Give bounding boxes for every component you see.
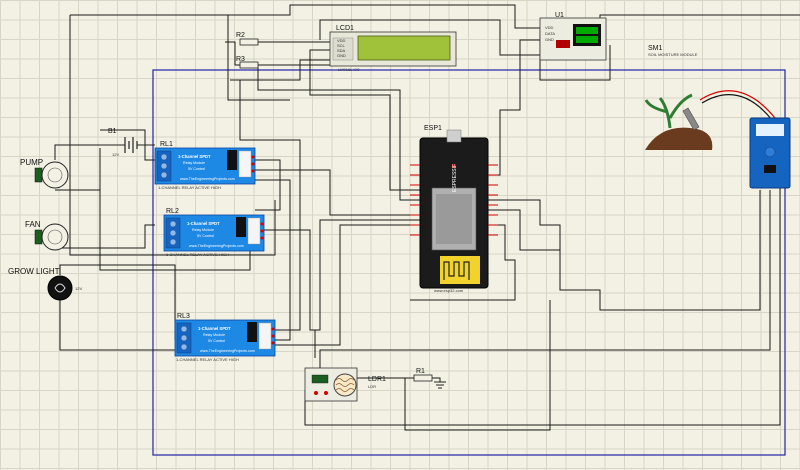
ldr-label: LDR1 (368, 376, 386, 383)
rl3-line2: Relay Module (203, 333, 225, 337)
rl2-line1: 1-Channel SPDT (187, 221, 220, 226)
lcd-label: LCD1 (336, 25, 354, 32)
grow-light-lamp[interactable]: GROW LIGHT 12V (8, 267, 82, 301)
esp32-board[interactable]: ESPRESSIF ESP1 www.esp32.com (419, 125, 489, 293)
resistor-r1[interactable]: R1 (413, 368, 433, 382)
rl2-line3: 5V Control (197, 234, 214, 238)
lcd-pin-sda: SDA (337, 48, 346, 53)
battery-value: 12V (112, 152, 119, 157)
ldr-sensor[interactable]: LDR1 LDR (304, 367, 386, 402)
esp-label: ESP1 (424, 125, 442, 132)
resistor-r2[interactable]: R2 (236, 32, 259, 46)
rl1-line2: Relay Module (183, 161, 205, 165)
rl1-footer: 1-CHANNEL RELAY ACTIVE HIGH (158, 185, 221, 190)
fan-label: FAN (25, 220, 41, 229)
r1-label: R1 (416, 368, 425, 375)
lcd-module[interactable]: LCD1 VDD SCL SDA GND LM016L I2C (329, 25, 457, 72)
sheet-frame (152, 69, 786, 456)
wires (54, 4, 800, 431)
rl3-line3: 5V Control (208, 339, 225, 343)
lcd-pin-gnd: GND (337, 53, 346, 58)
r3-label: R3 (236, 56, 245, 63)
plant-soil-graphic (645, 127, 713, 150)
lcd-part: LM016L I2C (338, 67, 360, 72)
ground-symbol-icon (434, 381, 446, 389)
rl3-footer: 1-CHANNEL RELAY ACTIVE HIGH (176, 357, 239, 362)
sm1-part: SOIL MOISTURE MODULE (648, 52, 698, 57)
rl1-label: RL1 (160, 141, 173, 148)
dht-pin-data: DATA (545, 31, 555, 36)
rl3-line1: 1-Channel SPDT (198, 326, 231, 331)
ldr-value: LDR (368, 384, 376, 389)
esp-site: www.esp32.com (434, 288, 464, 293)
rl2-label: RL2 (166, 208, 179, 215)
lcd-pin-vdd: VDD (337, 38, 346, 43)
relay-rl3[interactable]: 1-Channel SPDT Relay Module 5V Control w… (174, 313, 276, 362)
dht-sensor[interactable]: U1 VDD DATA GND (539, 12, 607, 61)
pump-motor[interactable]: PUMP (20, 158, 69, 189)
plant-leaves-icon (644, 93, 693, 129)
battery-b1[interactable]: B1 12V (100, 128, 155, 157)
grow-light-value: 12V (75, 286, 82, 291)
rl1-line3: 5V Control (188, 167, 205, 171)
lcd-pin-scl: SCL (337, 43, 346, 48)
soil-moisture-module[interactable]: SM1 SOIL MOISTURE MODULE (644, 45, 791, 189)
esp32-pins (410, 164, 498, 236)
rl2-site: www.TheEngineeringProjects.com (189, 244, 244, 248)
fan-motor[interactable]: FAN (25, 220, 69, 251)
resistor-r3[interactable]: R3 (236, 56, 259, 69)
rl3-site: www.TheEngineeringProjects.com (200, 349, 255, 353)
battery-label: B1 (108, 128, 117, 135)
dht-pin-vdd: VDD (545, 25, 554, 30)
dht-pin-gnd: GND (545, 37, 554, 42)
relay-rl2[interactable]: 1-Channel SPDT Relay Module 5V Control w… (163, 208, 265, 257)
rl2-line2: Relay Module (192, 228, 214, 232)
esp-brand: ESPRESSIF (452, 164, 458, 192)
rl3-label: RL3 (177, 313, 190, 320)
rl1-site: www.TheEngineeringProjects.com (180, 177, 235, 181)
dht-label: U1 (555, 12, 564, 19)
rl1-line1: 1-Channel SPDT (178, 154, 211, 159)
pump-label: PUMP (20, 158, 43, 167)
rl2-footer: 1-CHANNEL RELAY ACTIVE HIGH (166, 252, 229, 257)
relay-rl1[interactable]: 1-Channel SPDT Relay Module 5V Control w… (154, 141, 256, 190)
sm1-label: SM1 (648, 45, 663, 52)
grow-light-label: GROW LIGHT (8, 267, 60, 276)
r2-label: R2 (236, 32, 245, 39)
